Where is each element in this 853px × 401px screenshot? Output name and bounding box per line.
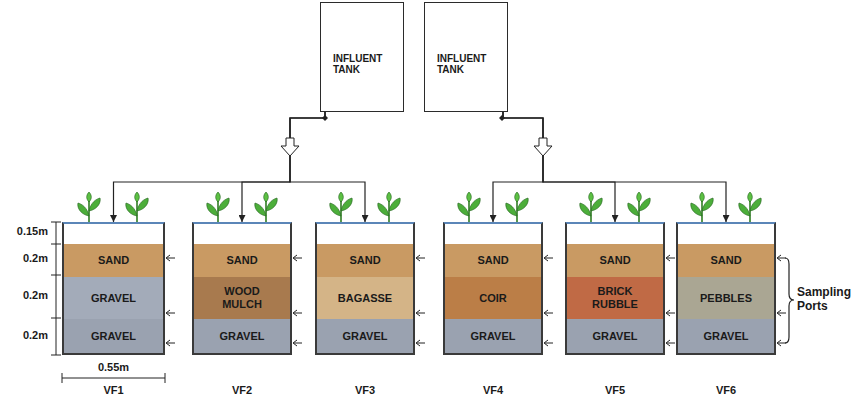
column-label: VF1 xyxy=(64,384,163,397)
pipe-connector xyxy=(290,112,365,222)
media-layer: BRICK RUBBLE xyxy=(567,277,663,319)
media-layer: GRAVEL xyxy=(194,319,290,353)
filter-column: VF1SANDGRAVELGRAVEL xyxy=(62,222,165,355)
plant xyxy=(628,192,650,222)
column-label: VF6 xyxy=(678,384,774,397)
influent-tank: INFLUENT TANK xyxy=(424,2,508,112)
layer-label: SAND xyxy=(226,254,257,267)
column-label: VF2 xyxy=(194,384,290,397)
flow-arrow xyxy=(534,138,552,156)
plant xyxy=(207,192,229,222)
dimension-label: 0.55m xyxy=(62,361,165,374)
plant xyxy=(330,192,352,222)
sampling-ports xyxy=(293,255,302,346)
media-layer: GRAVEL xyxy=(317,319,413,353)
callout-label: Sampling Ports xyxy=(797,286,851,314)
layer-label: PEBBLES xyxy=(700,292,752,305)
layer-label: GRAVEL xyxy=(703,330,748,343)
filter-column: VF4SANDCOIRGRAVEL xyxy=(443,222,543,355)
plant xyxy=(691,192,713,222)
column-label: VF4 xyxy=(445,384,541,397)
layer-label: SAND xyxy=(477,254,508,267)
bracket xyxy=(785,258,794,343)
plant xyxy=(78,192,100,222)
dimension-label: 0.2m xyxy=(2,289,48,302)
media-layer: GRAVEL xyxy=(445,319,541,353)
pipe-connector xyxy=(503,112,726,222)
flow-arrow xyxy=(281,138,299,156)
sampling-ports xyxy=(416,255,425,346)
column-label: VF5 xyxy=(567,384,663,397)
media-layer: GRAVEL xyxy=(567,319,663,353)
filter-column: VF6SANDPEBBLESGRAVEL xyxy=(676,222,776,355)
media-layer: GRAVEL xyxy=(64,277,163,319)
plant xyxy=(255,192,277,222)
layer-label: GRAVEL xyxy=(342,330,387,343)
media-layer: GRAVEL xyxy=(64,319,163,353)
dimension-label: 0.2m xyxy=(2,329,48,342)
sampling-ports xyxy=(166,255,175,346)
plant xyxy=(458,192,480,222)
plant xyxy=(506,192,528,222)
sampling-ports xyxy=(666,255,675,346)
media-layer: SAND xyxy=(678,244,774,277)
valve xyxy=(499,115,505,121)
layer-label: BAGASSE xyxy=(338,292,392,305)
plant xyxy=(739,192,761,222)
layer-label: SAND xyxy=(349,254,380,267)
pipe-connector xyxy=(242,112,325,222)
layer-label: SAND xyxy=(710,254,741,267)
media-layer: SAND xyxy=(64,244,163,277)
plant xyxy=(378,192,400,222)
filter-column: VF3SANDBAGASSEGRAVEL xyxy=(315,222,415,355)
pipe-connector xyxy=(493,112,543,222)
media-layer: SAND xyxy=(194,244,290,277)
media-layer: GRAVEL xyxy=(678,319,774,353)
dimension-label: 0.2m xyxy=(2,252,48,265)
pipe-connector xyxy=(114,112,326,222)
valve xyxy=(322,115,328,121)
media-layer: SAND xyxy=(567,244,663,277)
layer-label: GRAVEL xyxy=(91,330,136,343)
media-layer: SAND xyxy=(317,244,413,277)
dimension-label: 0.15m xyxy=(2,225,48,238)
layer-label: COIR xyxy=(479,292,507,305)
layer-label: GRAVEL xyxy=(219,330,264,343)
tank-label: INFLUENT TANK xyxy=(333,53,391,76)
plant xyxy=(580,192,602,222)
media-layer: SAND xyxy=(445,244,541,277)
media-layer: BAGASSE xyxy=(317,277,413,319)
dimension-line xyxy=(62,373,165,383)
sampling-ports xyxy=(777,255,786,346)
sampling-ports xyxy=(544,255,553,346)
media-layer: COIR xyxy=(445,277,541,319)
layer-label: SAND xyxy=(98,254,129,267)
layer-label: GRAVEL xyxy=(470,330,515,343)
plant xyxy=(126,192,148,222)
influent-tank: INFLUENT TANK xyxy=(320,2,404,112)
layer-label: GRAVEL xyxy=(592,330,637,343)
layer-label: SAND xyxy=(599,254,630,267)
pipe-connector xyxy=(503,112,615,222)
column-label: VF3 xyxy=(317,384,413,397)
layer-label: BRICK RUBBLE xyxy=(584,285,646,310)
tank-label: INFLUENT TANK xyxy=(437,53,495,76)
media-layer: PEBBLES xyxy=(678,277,774,319)
media-layer: WOOD MULCH xyxy=(194,277,290,319)
layer-label: GRAVEL xyxy=(91,292,136,305)
dimension-line xyxy=(51,222,61,355)
filter-column: VF2SANDWOOD MULCHGRAVEL xyxy=(192,222,292,355)
filter-column: VF5SANDBRICK RUBBLEGRAVEL xyxy=(565,222,665,355)
layer-label: WOOD MULCH xyxy=(211,285,273,310)
